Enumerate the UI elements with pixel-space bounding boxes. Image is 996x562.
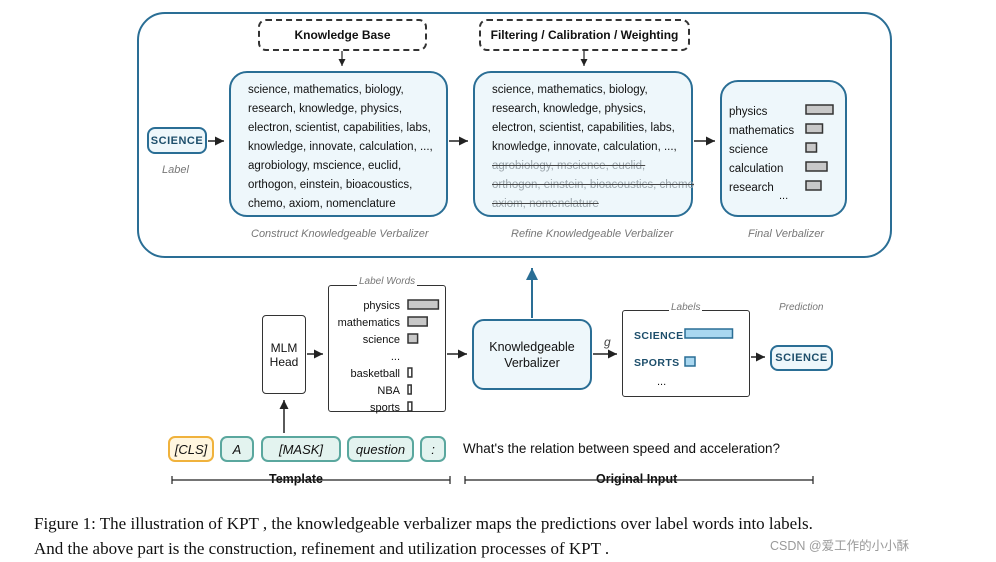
label-word: science (362, 334, 400, 346)
final-weight-bar (805, 180, 822, 191)
knowledge-base-box: Knowledge Base (258, 19, 427, 51)
template-token-colon: : (420, 436, 446, 462)
original-input-label: Original Input (592, 472, 682, 486)
head-text: Head (269, 354, 299, 369)
caption-line-1: Figure 1: The illustration of KPT , the … (34, 514, 813, 533)
final-word: physics (729, 106, 768, 118)
label-word: sports (370, 402, 400, 414)
final-weight-bar (805, 104, 834, 115)
knowledge-base-label: Knowledge Base (294, 28, 391, 42)
token-text: question (355, 441, 406, 457)
label-word-bar (407, 401, 413, 412)
csdn-watermark: CSDN @爱工作的小小酥 (770, 539, 910, 553)
refine-word-line: electron, scientist, capabilities, labs, (492, 122, 675, 134)
prediction-tag: SCIENCE (770, 345, 833, 371)
labels-ellipsis: ... (657, 376, 667, 388)
refine-word-box: science, mathematics, biology, research,… (473, 71, 695, 217)
final-word: research (729, 182, 774, 194)
template-token-question: question (347, 436, 414, 462)
construct-word-line: science, mathematics, biology, (248, 84, 404, 96)
mlm-text: MLM (270, 340, 298, 355)
final-weight-bar (805, 161, 828, 172)
original-input-text: What's the relation between speed and ac… (463, 441, 781, 456)
label-score-bars (684, 328, 734, 367)
prediction-title: Prediction (779, 302, 824, 313)
label-word-bar (407, 333, 419, 344)
construction-panel (137, 12, 892, 258)
filtering-box: Filtering / Calibration / Weighting (479, 19, 690, 51)
label-word: ... (390, 351, 400, 363)
token-text: : (431, 441, 435, 457)
label-words-title: Label Words (357, 276, 418, 287)
token-text: [MASK] (278, 441, 324, 457)
filtering-label: Filtering / Calibration / Weighting (490, 28, 679, 42)
label-science: SCIENCE (634, 330, 684, 342)
final-weight-bar (805, 142, 818, 153)
label-word-bar (407, 384, 412, 395)
final-word: calculation (729, 163, 784, 175)
construct-word-line: electron, scientist, capabilities, labs, (248, 122, 431, 134)
refine-struck-line: axiom, nomenclature (492, 198, 599, 210)
g-function-label: g (604, 335, 611, 349)
construct-word-line: agrobiology, mscience, euclid, (248, 160, 402, 172)
final-caption: Final Verbalizer (748, 228, 825, 240)
label-word: NBA (377, 385, 400, 397)
refine-word-line: science, mathematics, biology, (492, 84, 648, 96)
label-score-bar (684, 356, 696, 367)
labels-title: Labels (669, 302, 703, 313)
kv-line-1: Knowledgeable (489, 339, 575, 354)
final-word: science (729, 144, 768, 156)
label-sports: SPORTS (634, 357, 680, 369)
figure-caption: Figure 1: The illustration of KPT , the … (34, 511, 984, 561)
label-word-bar (407, 299, 440, 310)
final-word-list: physics mathematics science calculation … (729, 103, 794, 198)
refine-word-line: research, knowledge, physics, (492, 103, 647, 115)
template-token-a: A (220, 436, 254, 462)
label-word: mathematics (337, 317, 400, 329)
template-token-mask: [MASK] (261, 436, 341, 462)
token-text: A (232, 441, 242, 457)
label-caption: Label (162, 164, 189, 176)
template-label: Template (265, 472, 327, 486)
final-verbalizer-bars (805, 104, 834, 191)
refine-struck-line: orthogon, einstein, bioacoustics, chemo (492, 179, 695, 191)
kv-line-2: Verbalizer (504, 355, 560, 370)
label-score-bar (684, 328, 734, 339)
science-label-text: SCIENCE (150, 134, 204, 147)
label-word-bars (407, 299, 440, 412)
token-text: [CLS] (174, 441, 208, 457)
construct-word-box: science, mathematics, biology, research,… (229, 71, 448, 217)
label-word-bar (407, 316, 428, 327)
final-word: mathematics (729, 125, 795, 137)
refine-word-line: knowledge, innovate, calculation, ..., (492, 141, 677, 153)
label-word-list: physics mathematics science ... basketba… (330, 298, 400, 417)
construct-word-line: knowledge, innovate, calculation, ..., (248, 141, 433, 153)
label-word-bar (407, 367, 413, 378)
template-token-cls: [CLS] (168, 436, 214, 462)
construct-word-line: orthogon, einstein, bioacoustics, (248, 179, 413, 191)
refine-struck-line: agrobiology, mscience, euclid, (492, 160, 646, 172)
construct-word-line: chemo, axiom, nomenclature (248, 198, 396, 210)
refine-caption: Refine Knowledgeable Verbalizer (511, 228, 674, 240)
science-label-tag: SCIENCE (147, 127, 207, 154)
label-word: physics (363, 300, 400, 312)
caption-line-2: And the above part is the construction, … (34, 539, 610, 558)
prediction-text: SCIENCE (775, 352, 828, 364)
final-ellipsis: ... (779, 190, 789, 202)
label-word: basketball (350, 368, 400, 380)
final-weight-bar (805, 123, 824, 134)
construct-word-line: research, knowledge, physics, (248, 103, 403, 115)
construct-caption: Construct Knowledgeable Verbalizer (251, 228, 429, 240)
final-verbalizer-box (720, 80, 847, 217)
labels-box (622, 310, 750, 397)
